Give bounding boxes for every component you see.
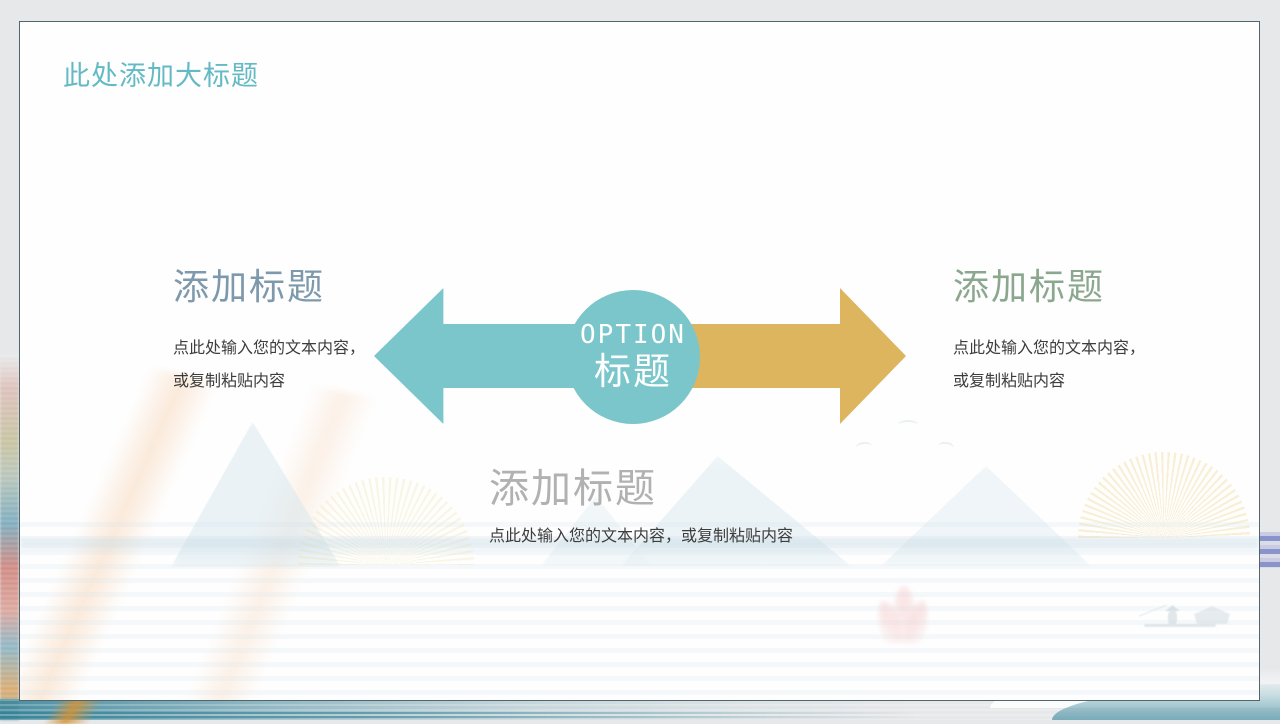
- option-circle: OPTION 标题: [566, 290, 700, 424]
- block-heading: 添加标题: [489, 467, 657, 511]
- fisherman-boat-illustration: [1126, 594, 1246, 636]
- text-block-bottom: 添加标题 点此处输入您的文本内容，或复制粘贴内容: [489, 456, 793, 548]
- crane-bird-icon: [855, 441, 873, 453]
- text-block-left: 添加标题 点此处输入您的文本内容， 或复制粘贴内容: [173, 258, 365, 398]
- lotus-petal: [872, 597, 906, 647]
- lotus-flower-icon: [872, 578, 936, 647]
- sun-ray-fan-icon: [298, 477, 474, 565]
- block-heading: 添加标题: [953, 266, 1106, 307]
- body-line: 或复制粘贴内容: [953, 373, 1066, 390]
- block-body: 点此处输入您的文本内容，或复制粘贴内容: [489, 528, 794, 545]
- conical-hat: [1165, 605, 1180, 611]
- body-line: 点此处输入您的文本内容，: [173, 340, 366, 357]
- body-line: 点此处输入您的文本内容，: [953, 340, 1146, 357]
- option-title-label: 标题: [594, 351, 672, 392]
- block-body: 点此处输入您的文本内容， 或复制粘贴内容: [953, 332, 1145, 398]
- mountain-shape: [881, 466, 1091, 566]
- water-ripple-bands: [20, 522, 1259, 700]
- boat-hut: [1194, 606, 1230, 624]
- crane-bird-icon: [898, 420, 918, 430]
- orange-brush-streak: [107, 356, 453, 700]
- fisherman-figure: [1168, 610, 1177, 625]
- boat-hull: [1144, 624, 1216, 627]
- slide-card: 此处添加大标题 添加标题 点此处输入您的文本内容， 或复制粘贴内容 添加标题 点…: [19, 21, 1260, 701]
- bottom-edge-teal-lines: [0, 712, 920, 720]
- block-heading: 添加标题: [173, 266, 326, 307]
- lotus-petal: [891, 586, 917, 644]
- sun-ray-fan-icon: [1078, 452, 1250, 538]
- right-edge-purple-streak: [1258, 532, 1280, 568]
- body-line: 或复制粘贴内容: [173, 373, 286, 390]
- mountain-shape: [171, 422, 341, 567]
- lotus-petal: [900, 597, 934, 647]
- page-title: 此处添加大标题: [63, 61, 259, 91]
- option-label: OPTION: [580, 320, 686, 350]
- fishing-rod: [1138, 604, 1168, 617]
- text-block-right: 添加标题 点此处输入您的文本内容， 或复制粘贴内容: [953, 258, 1145, 398]
- crane-bird-icon: [937, 440, 955, 454]
- left-edge-paint-streaks: [0, 355, 19, 720]
- block-body: 点此处输入您的文本内容， 或复制粘贴内容: [173, 332, 365, 398]
